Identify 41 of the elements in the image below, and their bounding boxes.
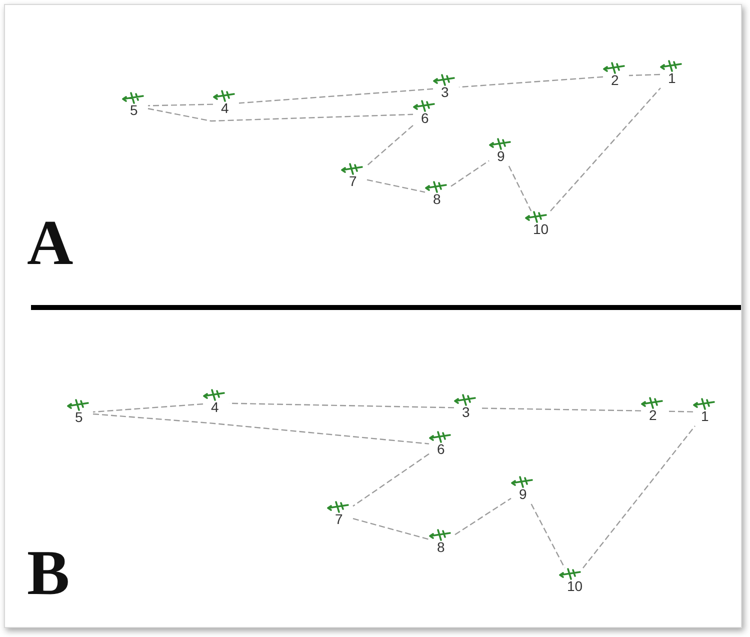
dashed-connector bbox=[92, 403, 204, 413]
point-number: 1 bbox=[668, 70, 676, 86]
dashed-connector bbox=[530, 504, 566, 568]
point-number: 4 bbox=[211, 399, 219, 415]
panel-letter: B bbox=[27, 541, 70, 605]
point-number: 1 bbox=[701, 408, 709, 424]
dashed-connector bbox=[480, 408, 641, 412]
dashed-connector bbox=[92, 413, 430, 444]
dashed-connector bbox=[454, 498, 512, 536]
dashed-connector bbox=[352, 453, 430, 507]
dashed-connector bbox=[628, 74, 660, 76]
dashed-connector bbox=[450, 160, 490, 187]
dashed-connector bbox=[582, 426, 696, 568]
point-number: 8 bbox=[437, 539, 445, 555]
point-number: 7 bbox=[349, 173, 357, 189]
point-number: 10 bbox=[533, 221, 549, 237]
point-number: 2 bbox=[649, 407, 657, 423]
point-number: 10 bbox=[567, 578, 583, 594]
point-number: 4 bbox=[221, 100, 229, 116]
dashed-connector bbox=[238, 88, 434, 104]
dashed-connector bbox=[148, 108, 414, 122]
point-number: 3 bbox=[441, 84, 449, 100]
point-number: 6 bbox=[437, 441, 445, 457]
dashed-connector bbox=[366, 179, 426, 193]
dashed-connector bbox=[458, 76, 604, 88]
point-number: 8 bbox=[433, 191, 441, 207]
panel-letter: A bbox=[27, 211, 74, 275]
dashed-connector bbox=[508, 166, 532, 212]
dashed-connector bbox=[550, 88, 661, 212]
dashed-connector bbox=[666, 410, 694, 412]
point-number: 6 bbox=[421, 110, 429, 126]
point-number: 2 bbox=[611, 72, 619, 88]
point-number: 9 bbox=[497, 148, 505, 164]
point-number: 5 bbox=[130, 102, 138, 118]
point-number: 7 bbox=[335, 511, 343, 527]
dashed-connector bbox=[148, 104, 214, 106]
point-number: 3 bbox=[462, 404, 470, 420]
dashed-connector bbox=[366, 124, 414, 166]
dashed-connector bbox=[352, 518, 430, 540]
point-number: 5 bbox=[75, 409, 83, 425]
point-number: 9 bbox=[519, 486, 527, 502]
